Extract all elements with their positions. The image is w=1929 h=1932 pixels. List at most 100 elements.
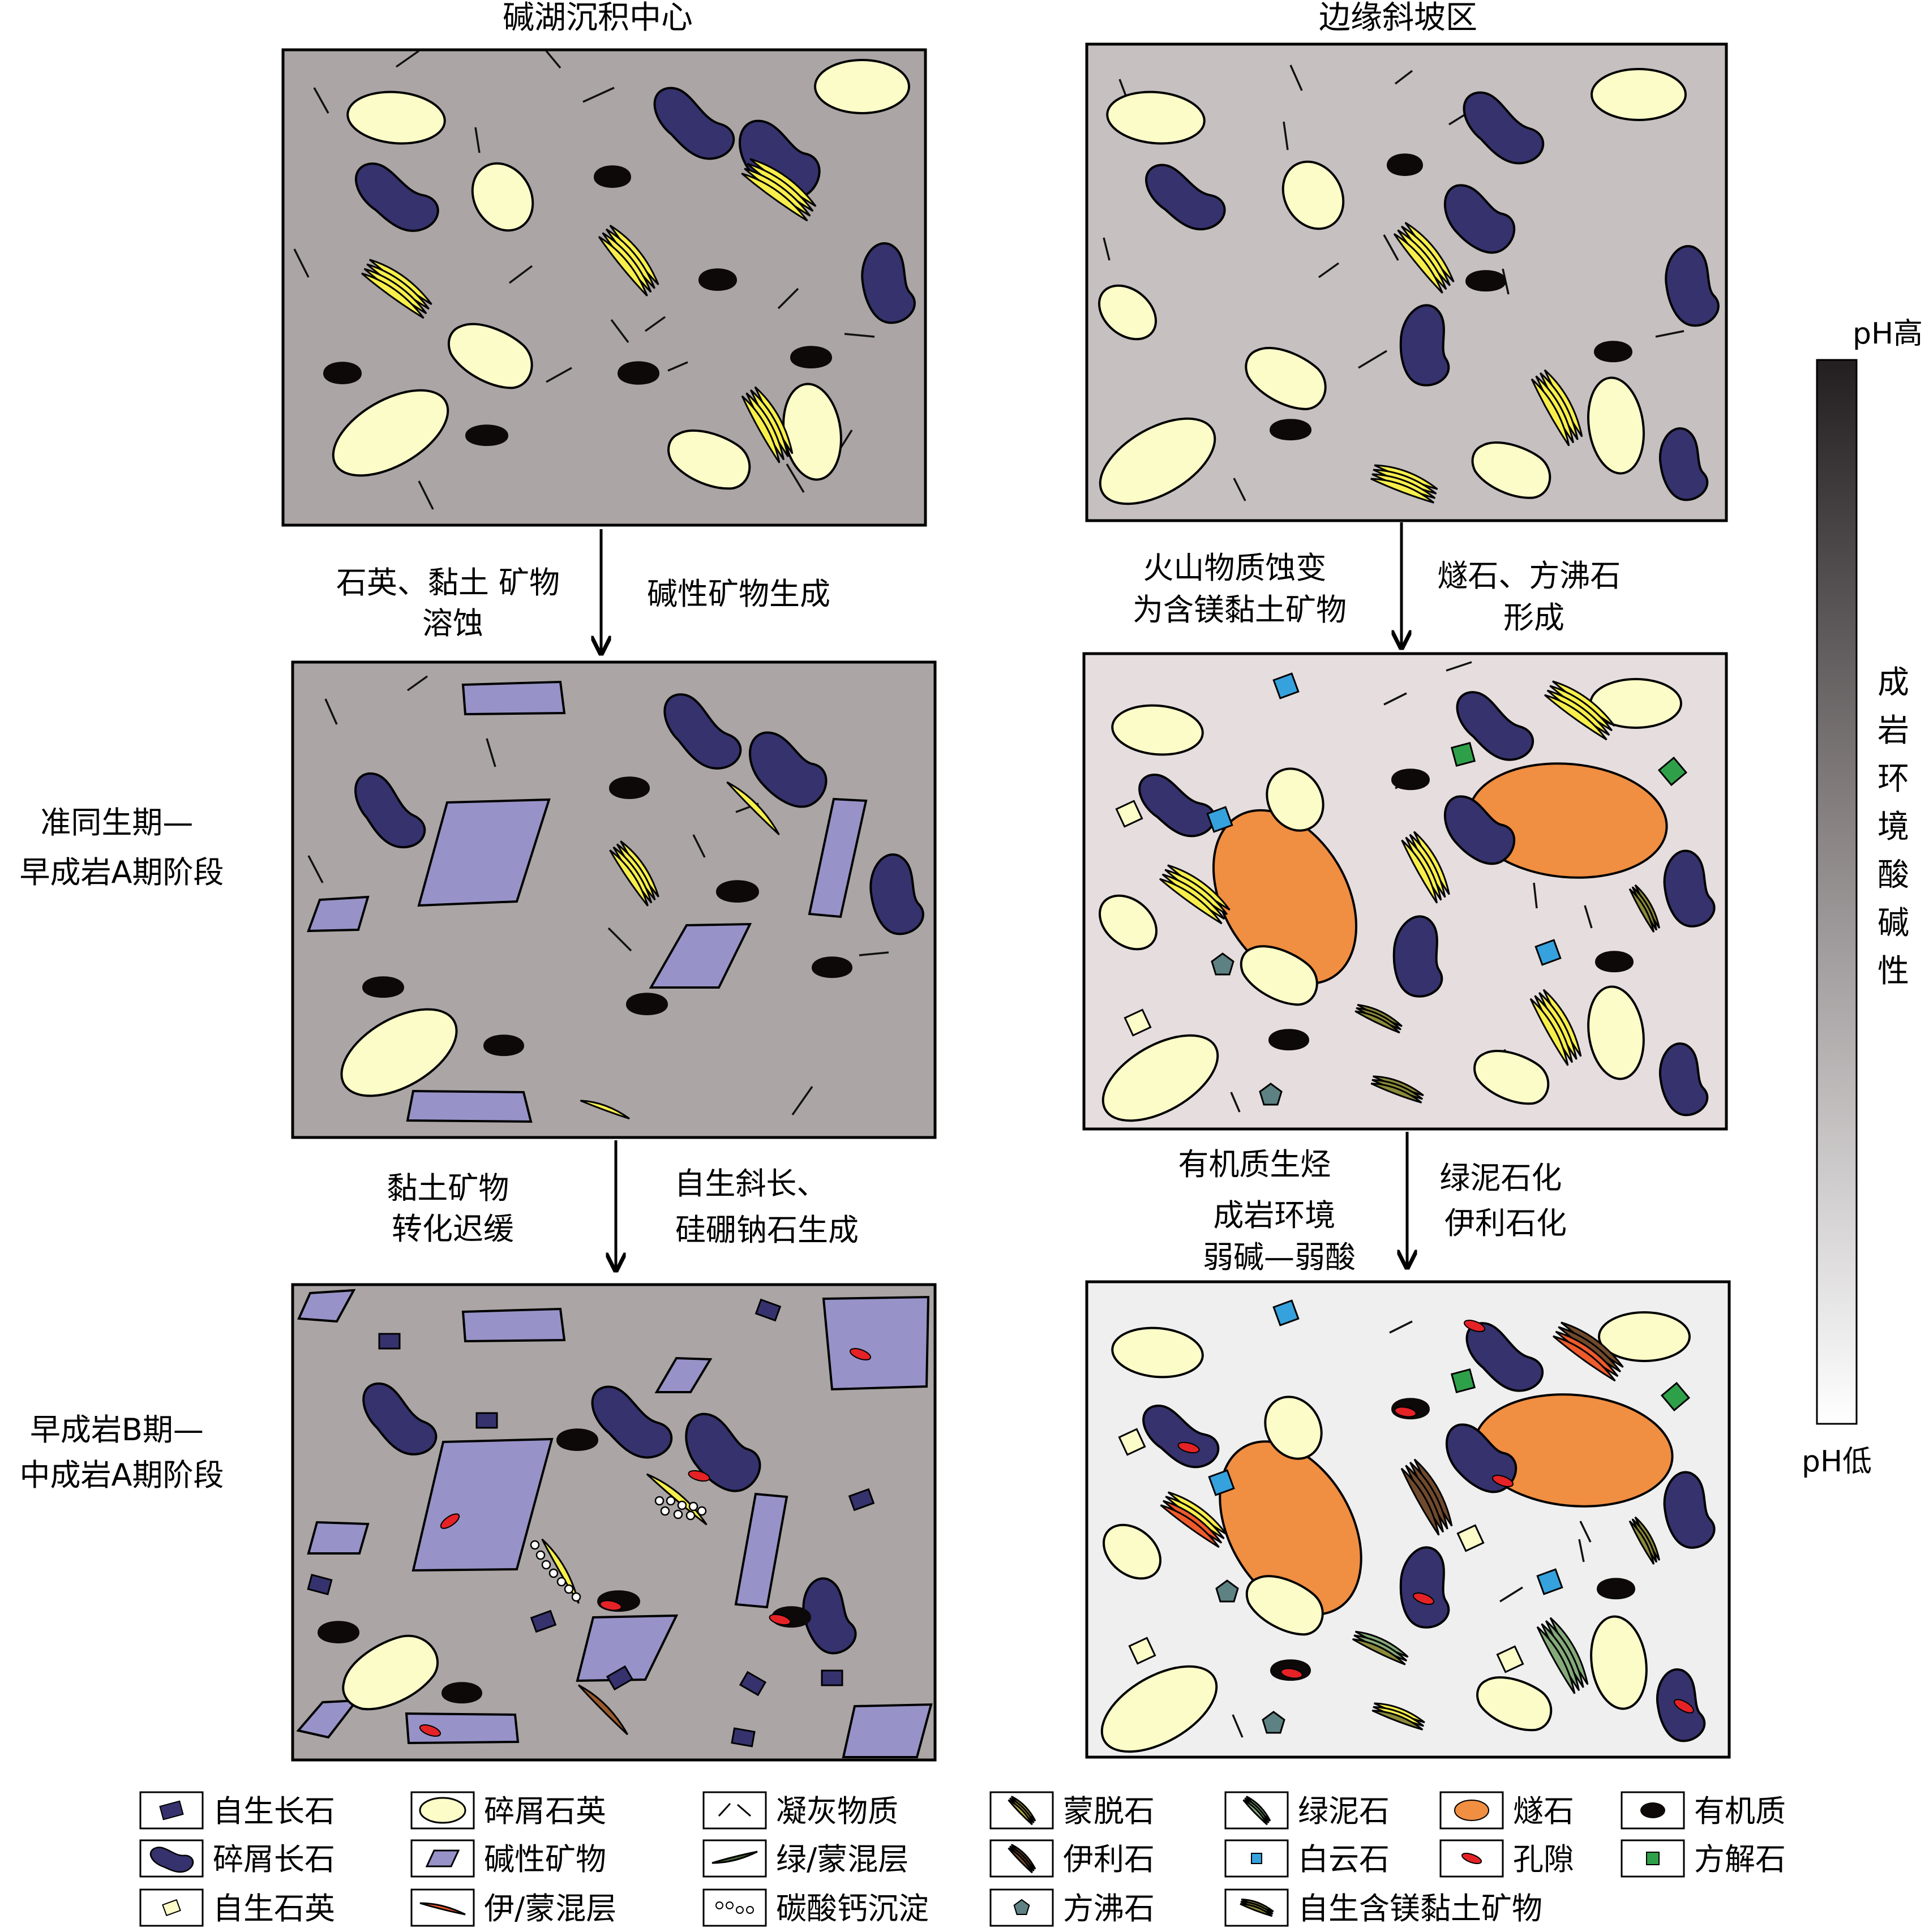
tuff-fragment bbox=[692, 834, 706, 858]
ph-axis-label-char: 岩 bbox=[1877, 712, 1909, 749]
pore bbox=[599, 1600, 622, 1611]
calcite bbox=[1657, 756, 1688, 787]
panel-slope-2 bbox=[1082, 652, 1728, 1131]
authigenic-feldspar bbox=[731, 1727, 756, 1748]
organic-matter bbox=[465, 424, 508, 446]
legend-item-calcium-carbonate: 碳酸钙沉淀 bbox=[702, 1888, 929, 1927]
organic-matter bbox=[1387, 153, 1423, 176]
swatch bbox=[1008, 1844, 1036, 1874]
organic-matter bbox=[441, 1682, 482, 1704]
detrital-quartz-grain bbox=[1598, 1311, 1691, 1362]
legend-item-analcime: 方沸石 bbox=[989, 1888, 1155, 1927]
calcium-carbonate bbox=[660, 1506, 670, 1516]
alkaline-mineral bbox=[307, 895, 370, 933]
alkaline-mineral bbox=[461, 680, 566, 716]
detrital-quartz-grain bbox=[332, 389, 449, 477]
tuff-fragment bbox=[418, 480, 434, 510]
tuff-fragment bbox=[1584, 905, 1593, 929]
chlorite-smectite-icon bbox=[711, 1851, 758, 1864]
tuff-fragment bbox=[313, 87, 329, 114]
authigenic-feldspar bbox=[606, 1665, 634, 1691]
detrital-feldspar-grain bbox=[1392, 915, 1443, 998]
note-right2-a: 有机质生烃 成岩环境 弱碱—弱酸 bbox=[1178, 1147, 1356, 1275]
tuff-fragment bbox=[582, 87, 615, 103]
note-left2-a: 黏土矿物 转化迟缓 bbox=[387, 1170, 518, 1247]
detrital-feldspar-grain bbox=[1456, 691, 1534, 761]
tuff-fragment bbox=[791, 1085, 813, 1116]
tuff-fragment bbox=[1103, 237, 1111, 261]
ph-axis-label-char: 成 bbox=[1877, 664, 1909, 701]
tuff-icon bbox=[718, 1802, 751, 1817]
calcium-carbonate bbox=[654, 1496, 665, 1506]
legend-item-montmorillonite: 蒙脱石 bbox=[989, 1791, 1155, 1830]
chlorite-smectite bbox=[1352, 1630, 1409, 1665]
detrital-quartz-grain bbox=[1264, 1396, 1323, 1460]
montmorillonite bbox=[598, 225, 659, 297]
organic-matter bbox=[1594, 341, 1632, 363]
detrital-feldspar-grain bbox=[1399, 1546, 1450, 1629]
legend-label: 白云石 bbox=[1298, 1841, 1390, 1877]
detrital-feldspar-grain bbox=[663, 693, 742, 770]
calcium-carbonate bbox=[685, 1510, 696, 1521]
legend-label: 碎屑长石 bbox=[213, 1841, 335, 1877]
tuff-fragment bbox=[1283, 121, 1289, 151]
organic-matter-icon bbox=[1640, 1802, 1665, 1818]
detrital-quartz-grain bbox=[1471, 441, 1551, 499]
legend-swatch-box bbox=[1224, 1888, 1289, 1927]
legend-label: 方解石 bbox=[1694, 1841, 1786, 1877]
detrital-feldspar-grain bbox=[685, 1412, 761, 1492]
tuff-fragment bbox=[1394, 70, 1413, 85]
chlorite bbox=[1536, 1617, 1589, 1694]
authigenic-quartz-icon bbox=[162, 1899, 181, 1917]
ph-high-label: pH高 bbox=[1853, 317, 1923, 351]
detrital-quartz-grain bbox=[346, 91, 446, 145]
organic-matter bbox=[618, 361, 659, 385]
organic-matter bbox=[1597, 1578, 1635, 1600]
detrital-feldspar-grain bbox=[355, 162, 439, 232]
illite-smectite bbox=[1160, 1491, 1228, 1548]
chert bbox=[1212, 809, 1358, 985]
detrital-feldspar-grain bbox=[1142, 1404, 1220, 1469]
organic-matter bbox=[1270, 419, 1311, 441]
detrital-feldspar-grain bbox=[653, 87, 735, 160]
calcium-carbonate bbox=[530, 1540, 540, 1550]
illite bbox=[1553, 1321, 1624, 1382]
montmorillonite bbox=[361, 259, 432, 319]
montmorillonite bbox=[1544, 680, 1615, 741]
organic-matter bbox=[1465, 270, 1506, 292]
tuff-fragment bbox=[1383, 234, 1399, 261]
authigenic-quartz bbox=[1496, 1645, 1524, 1673]
detrital-quartz-grain bbox=[1587, 985, 1645, 1080]
legend-label: 自生石英 bbox=[213, 1891, 335, 1926]
pore bbox=[1280, 1668, 1303, 1679]
dolomite bbox=[1534, 939, 1562, 966]
legend-label: 凝灰物质 bbox=[776, 1793, 898, 1829]
note-left1-b: 碱性矿物生成 bbox=[647, 576, 830, 612]
montmorillonite bbox=[1370, 464, 1438, 504]
alkaline-mineral bbox=[307, 1521, 370, 1555]
tuff-fragment bbox=[1318, 262, 1340, 278]
legend-swatch-box bbox=[702, 1791, 767, 1830]
organic-matter bbox=[1391, 768, 1430, 791]
montmorillonite bbox=[1371, 1702, 1425, 1731]
calcium-carbonate bbox=[548, 1568, 559, 1578]
detrital-quartz-grain bbox=[1281, 160, 1345, 230]
tuff-fragment bbox=[1383, 692, 1407, 706]
calcite bbox=[1450, 1368, 1476, 1394]
pore bbox=[1491, 1475, 1514, 1487]
calcium-carbonate bbox=[556, 1577, 567, 1587]
legend-label: 孔隙 bbox=[1513, 1841, 1574, 1877]
organic-matter bbox=[483, 1034, 524, 1057]
calcium-carbonate bbox=[677, 1500, 687, 1510]
tuff-fragment bbox=[307, 855, 324, 883]
legend-label: 自生长石 bbox=[213, 1793, 335, 1829]
pore bbox=[1394, 1406, 1417, 1418]
organic-matter bbox=[698, 268, 737, 291]
tuff-fragment bbox=[546, 367, 572, 383]
legend-item-authigenic-feldspar: 自生长石 bbox=[139, 1791, 335, 1830]
tuff-fragment bbox=[486, 738, 496, 767]
pore bbox=[1412, 1592, 1435, 1605]
dolomite-icon bbox=[1251, 1853, 1262, 1864]
organic-matter bbox=[318, 1621, 359, 1643]
